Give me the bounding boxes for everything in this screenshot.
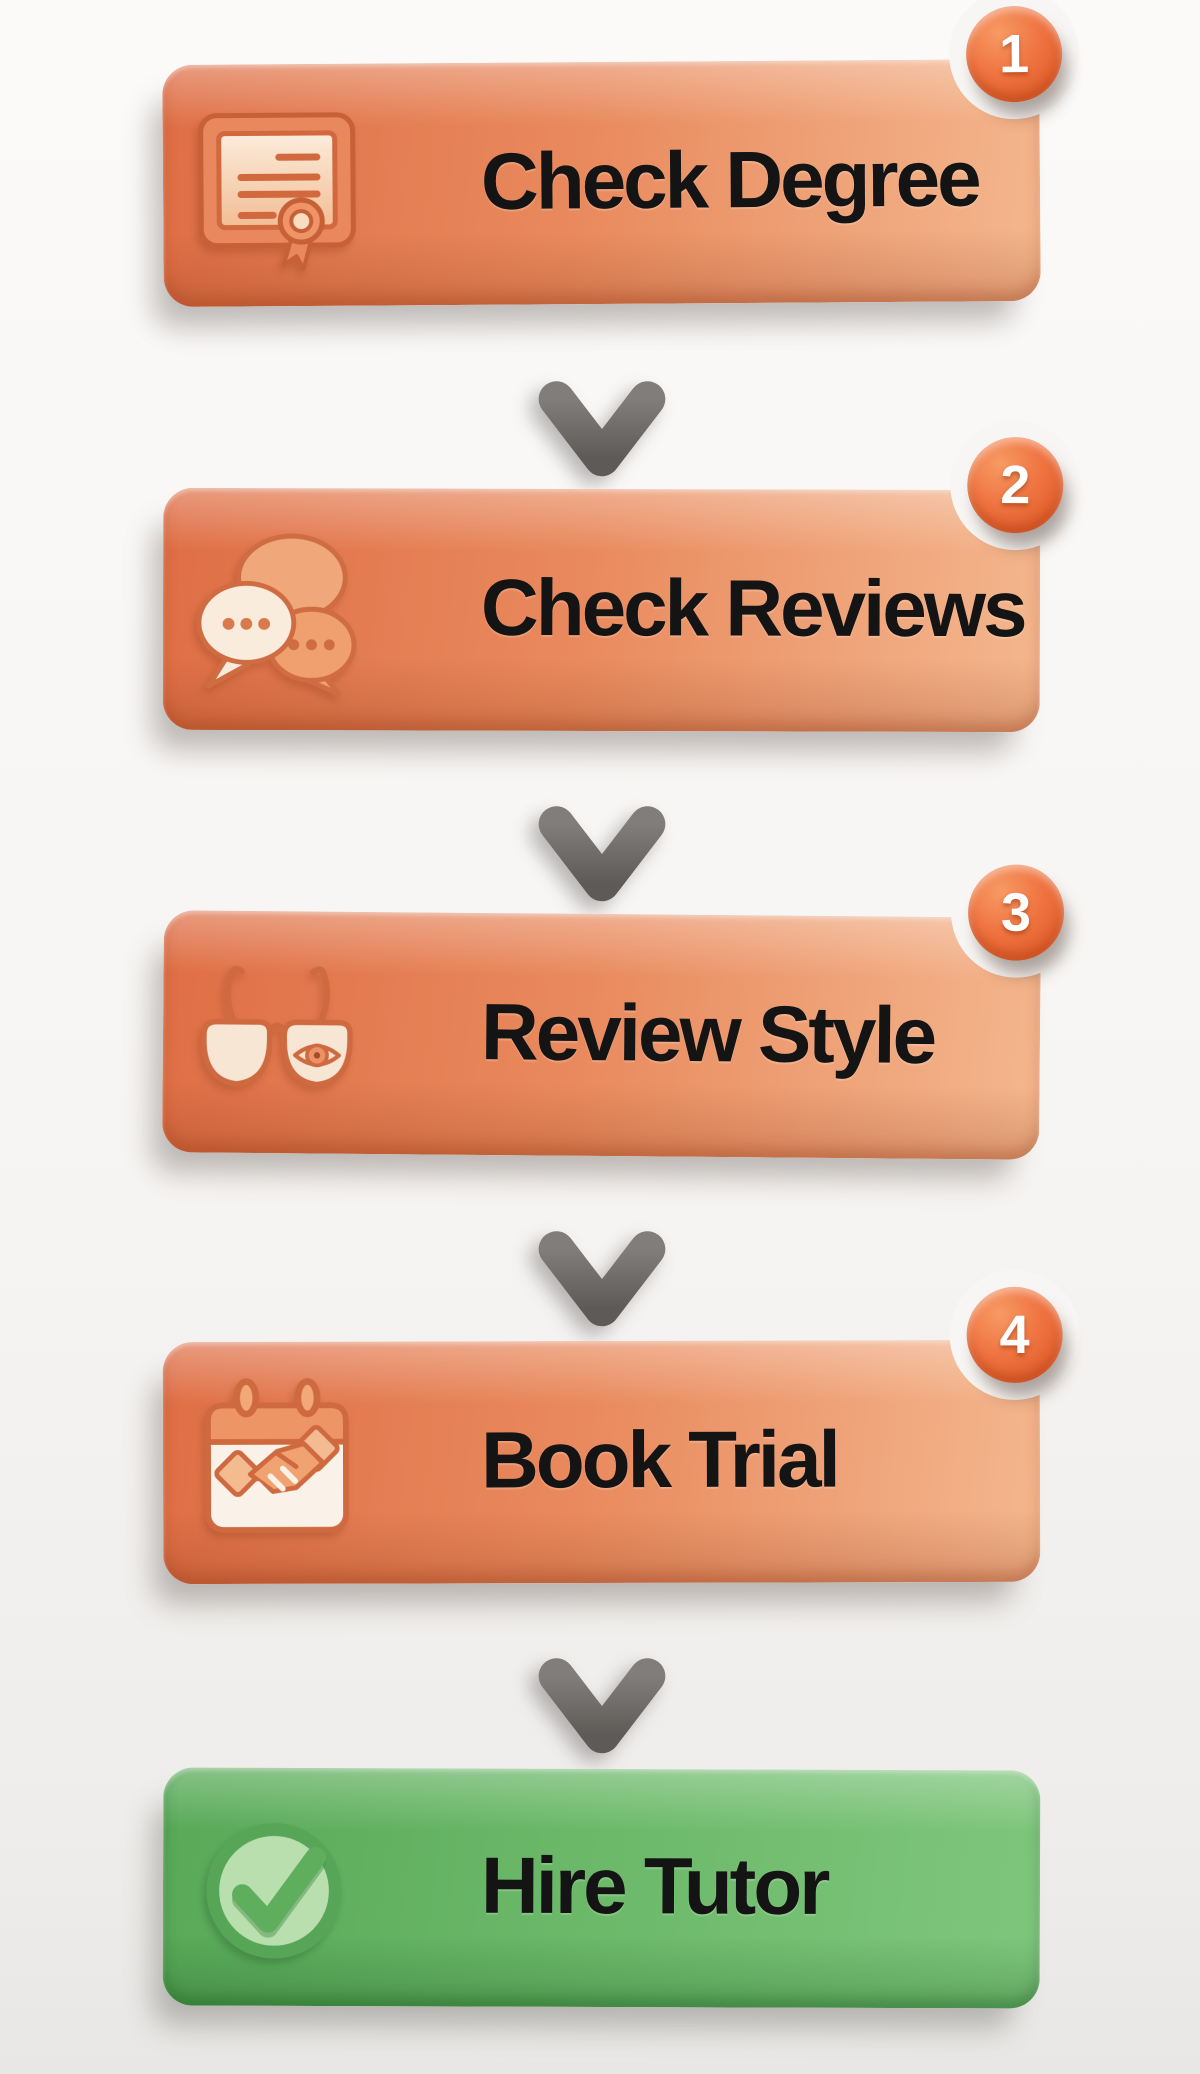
step-number-badge: 1 [965,5,1063,103]
step-label: Book Trial [480,1414,838,1505]
step-label: Check Degree [480,133,979,227]
step-review-style: Review Style 3 [161,864,1065,1160]
down-arrow-icon [522,1583,682,1773]
step-label: Hire Tutor [480,1840,828,1931]
check-circle-icon [193,1799,362,1976]
step-number-badge: 3 [967,864,1065,962]
step-book-trial: Book Trial 4 [162,1286,1063,1585]
down-arrow-icon [522,306,682,496]
step-label: Review Style [480,987,935,1081]
step-number-badge: 4 [966,1286,1063,1384]
step-check-reviews: Check Reviews 2 [162,436,1064,733]
step-hire-tutor: Hire Tutor [162,1767,1041,2009]
step-check-degree: Check Degree 1 [162,5,1063,308]
certificate-icon [192,97,361,274]
calendar-handshake-icon [193,1375,361,1551]
glasses-eye-icon [192,943,362,1120]
step-number-badge: 2 [967,436,1064,534]
chat-bubbles-icon [193,521,361,697]
down-arrow-icon [522,731,682,921]
down-arrow-icon [522,1156,682,1346]
step-label: Check Reviews [480,562,1025,654]
